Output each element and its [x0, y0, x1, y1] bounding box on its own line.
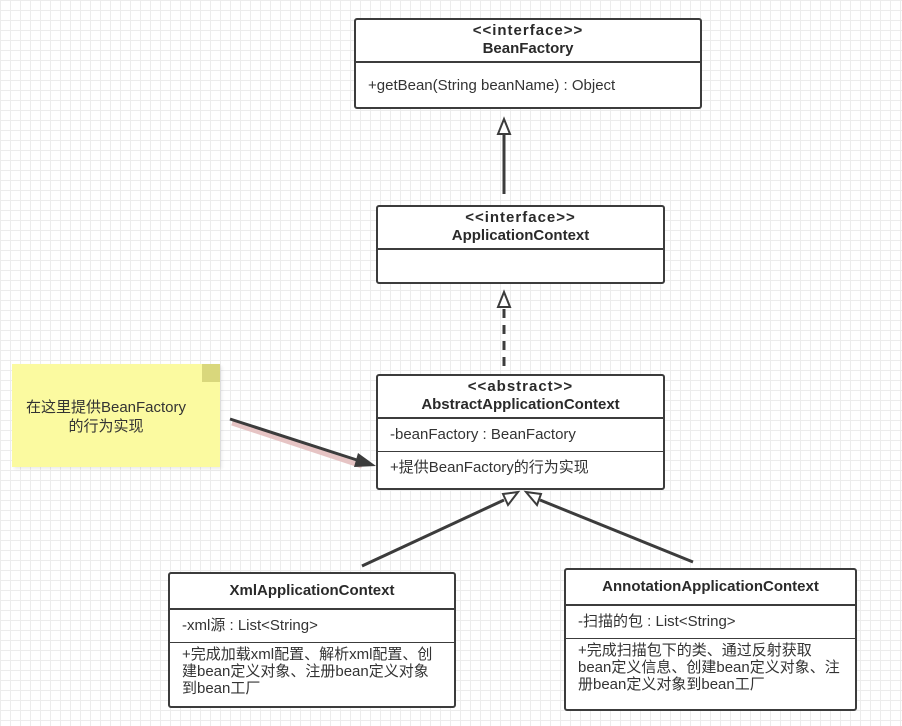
- abstractapplicationcontext-header: <<abstract>> AbstractApplicationContext: [378, 376, 663, 419]
- note-text-line: 的行为实现: [68, 418, 144, 435]
- note-text: 在这里提供BeanFactory 的行为实现: [12, 398, 200, 436]
- annotationapplicationcontext-header: AnnotationApplicationContext: [566, 570, 855, 606]
- beanfactory-class-box[interactable]: <<interface>> BeanFactory +getBean(Strin…: [354, 18, 702, 109]
- beanfactory-header: <<interface>> BeanFactory: [356, 20, 700, 63]
- generalization-arrowhead: [496, 116, 512, 135]
- note-text-line: 在这里提供BeanFactory: [25, 399, 187, 416]
- extends-connector-xml-abstract: [361, 498, 505, 568]
- xmlapplicationcontext-methods: +完成加载xml配置、解析xml配置、创建bean定义对象、注册bean定义对象…: [182, 646, 433, 697]
- annotationapplicationcontext-class-box[interactable]: AnnotationApplicationContext -扫描的包 : Lis…: [564, 568, 857, 711]
- note-arrowhead: [354, 453, 376, 467]
- extends-connector-annotation-abstract: [539, 498, 694, 564]
- note-sticky[interactable]: 在这里提供BeanFactory 的行为实现: [12, 364, 220, 467]
- class-name: BeanFactory: [482, 40, 574, 57]
- note-folded-corner: [202, 364, 220, 382]
- note-arrow-shadow: [231, 420, 363, 469]
- xmlapplicationcontext-class-box[interactable]: XmlApplicationContext -xml源 : List<Strin…: [168, 572, 456, 708]
- generalization-arrowhead: [523, 490, 543, 507]
- class-name: AbstractApplicationContext: [421, 396, 620, 413]
- abstractapplicationcontext-class-box[interactable]: <<abstract>> AbstractApplicationContext …: [376, 374, 665, 490]
- abstractapplicationcontext-attributes: -beanFactory : BeanFactory: [378, 419, 663, 452]
- beanfactory-methods: +getBean(String beanName) : Object: [368, 77, 616, 94]
- class-name: XmlApplicationContext: [229, 582, 395, 599]
- applicationcontext-methods: [378, 250, 663, 263]
- class-name: AnnotationApplicationContext: [602, 578, 819, 595]
- annotationapplicationcontext-methods: +完成扫描包下的类、通过反射获取bean定义信息、创建bean定义对象、注册be…: [578, 642, 840, 693]
- stereotype-label: <<interface>>: [465, 209, 576, 226]
- annotationapplicationcontext-attributes: -扫描的包 : List<String>: [566, 606, 855, 639]
- class-name: ApplicationContext: [451, 227, 590, 244]
- xmlapplicationcontext-header: XmlApplicationContext: [170, 574, 454, 610]
- realization-arrowhead: [496, 289, 512, 308]
- stereotype-label: <<abstract>>: [467, 378, 574, 395]
- applicationcontext-class-box[interactable]: <<interface>> ApplicationContext: [376, 205, 665, 284]
- abstractapplicationcontext-methods: +提供BeanFactory的行为实现: [390, 459, 589, 476]
- stereotype-label: <<interface>>: [472, 22, 584, 39]
- applicationcontext-header: <<interface>> ApplicationContext: [378, 207, 663, 250]
- generalization-arrowhead: [501, 490, 521, 507]
- xmlapplicationcontext-attributes: -xml源 : List<String>: [170, 610, 454, 643]
- note-arrow-line: [229, 417, 361, 463]
